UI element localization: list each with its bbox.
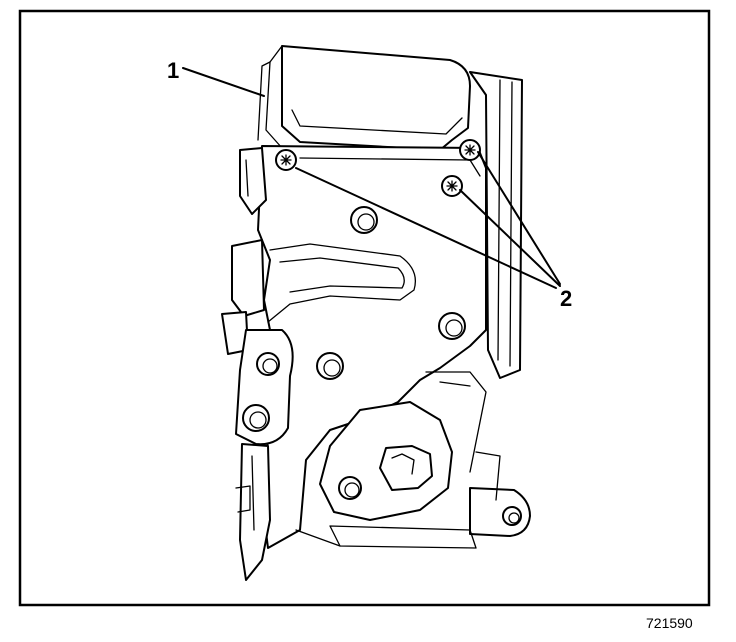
figure-id: 721590 xyxy=(646,615,693,631)
callout-1-label: 1 xyxy=(167,58,179,83)
diagram-frame xyxy=(18,9,711,607)
callout-2-label: 2 xyxy=(560,286,572,311)
screw-upper-right xyxy=(459,139,481,161)
door-lock-assembly xyxy=(221,45,531,581)
screw-middle xyxy=(441,175,463,197)
screw-upper-left xyxy=(275,149,297,171)
callout-2-leaders xyxy=(295,151,561,289)
callout-1-leader xyxy=(182,67,265,97)
